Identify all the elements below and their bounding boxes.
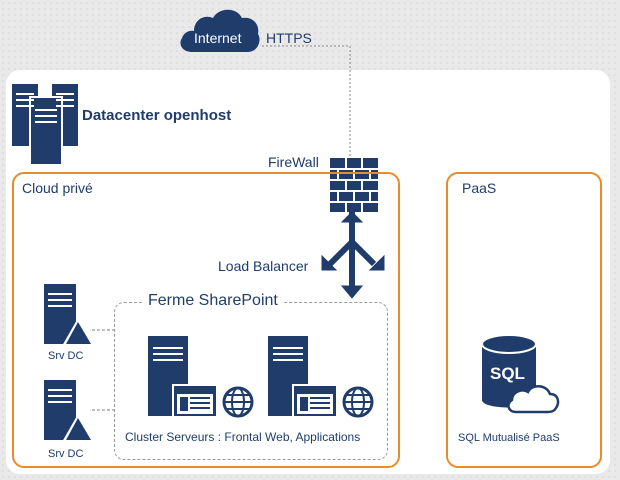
https-label: HTTPS: [266, 30, 312, 46]
firewall-icon: [330, 158, 378, 212]
sharepoint-server-1-icon: [148, 336, 254, 418]
datacenter-servers-icon: [12, 84, 78, 166]
datacenter-title: Datacenter openhost: [82, 107, 232, 124]
load-balancer-label: Load Balancer: [218, 258, 309, 274]
firewall-label: FireWall: [268, 154, 319, 170]
srv-dc-1-icon: [44, 284, 94, 346]
sharepoint-farm-title: Ferme SharePoint: [144, 292, 282, 310]
paas-title: PaaS: [462, 180, 497, 196]
sql-database-icon: [481, 334, 560, 414]
sql-label: SQL Mutualisé PaaS: [458, 432, 560, 444]
srv-dc-2-label: Srv DC: [48, 448, 84, 460]
cloud-prive-title: Cloud privé: [22, 180, 93, 196]
internet-cloud-icon: [180, 9, 260, 52]
srv-dc-1-label: Srv DC: [48, 350, 84, 362]
cloud-prive-box: [12, 172, 400, 468]
sql-icon-text: SQL: [490, 364, 525, 383]
cluster-label: Cluster Serveurs : Frontal Web, Applicat…: [125, 430, 361, 444]
load-balancer-icon: [321, 211, 385, 299]
sharepoint-server-2-icon: [268, 336, 374, 418]
internet-label: Internet: [194, 30, 242, 46]
srv-dc-2-icon: [44, 380, 94, 442]
paas-box: [446, 172, 602, 468]
